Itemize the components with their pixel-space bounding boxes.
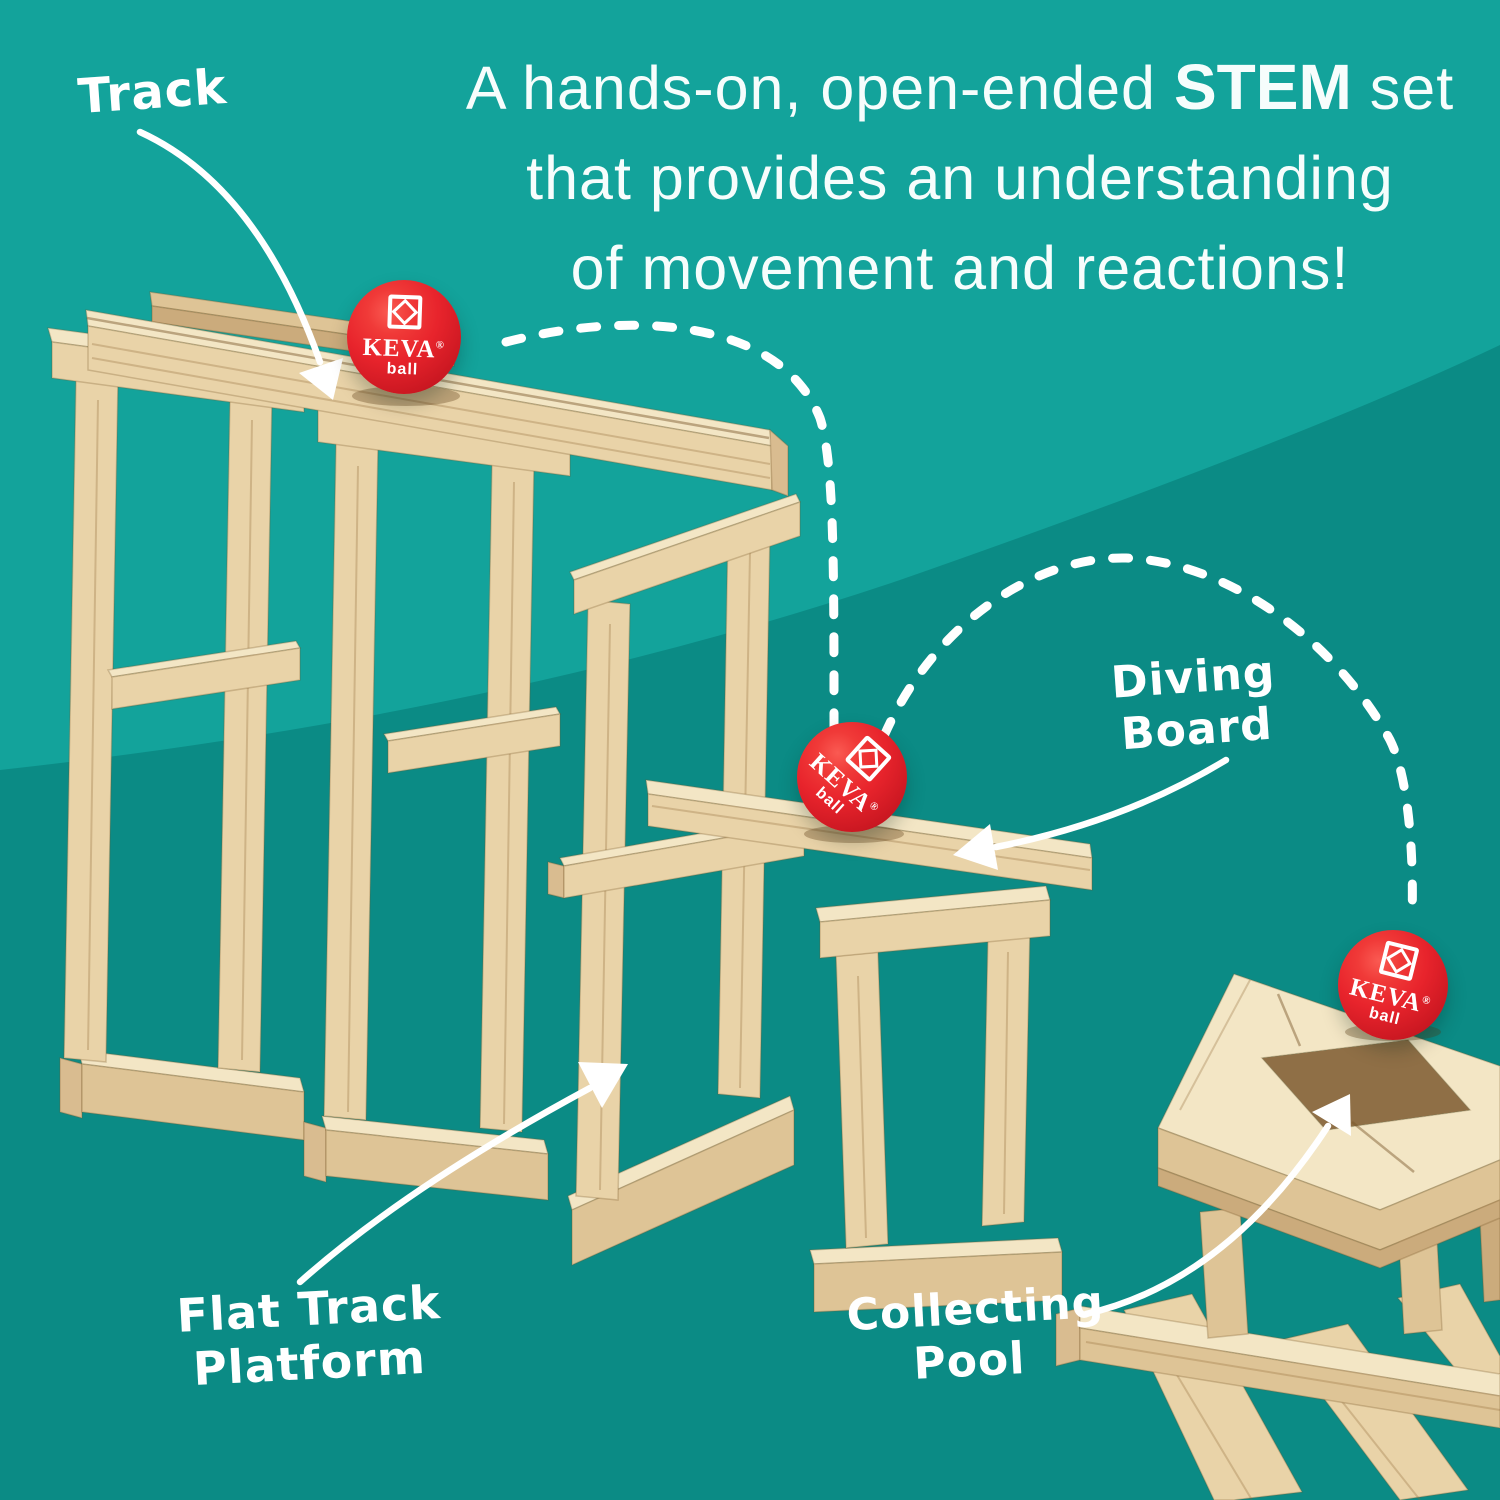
keva-plank-icon — [387, 294, 423, 330]
headline-line-1: A hands-on, open-ended STEM set — [465, 51, 1455, 123]
label-collecting-pool: Collecting Pool — [845, 1276, 1106, 1390]
track-arrow — [136, 128, 343, 400]
keva-ball-on-track: KEVA® ball — [347, 280, 461, 394]
flat-track-structure — [46, 291, 806, 1267]
diving-board-arrow — [953, 756, 1230, 870]
trajectory-board-to-pool — [879, 553, 1417, 923]
label-flat-track-platform: Flat Track Platform — [175, 1275, 442, 1397]
collecting-pool-arrow — [1082, 1094, 1351, 1318]
keva-ball-logo: KEVA® ball — [1344, 935, 1443, 1036]
keva-ball-in-pool: KEVA® ball — [1338, 930, 1448, 1040]
diving-board-structure — [645, 779, 1093, 1313]
headline-line-3: of movement and reactions! — [570, 234, 1350, 302]
headline-line-2: that provides an understanding — [526, 144, 1394, 212]
frame-2 — [303, 391, 572, 1201]
keva-ball-on-diving-board: KEVA® ball — [797, 722, 907, 832]
keva-plank-icon — [1378, 940, 1420, 982]
collecting-pool-structure — [1055, 973, 1500, 1500]
label-diving-board: Diving Board — [1109, 646, 1277, 761]
label-track: Track — [76, 58, 229, 126]
trajectory-track-to-board — [501, 320, 839, 733]
flat-track-platform-arrow — [296, 1062, 628, 1286]
headline: A hands-on, open-ended STEM set that pro… — [430, 42, 1490, 313]
headline-stem-emphasis: STEM — [1173, 51, 1352, 123]
keva-ball-logo: KEVA® ball — [362, 294, 446, 380]
